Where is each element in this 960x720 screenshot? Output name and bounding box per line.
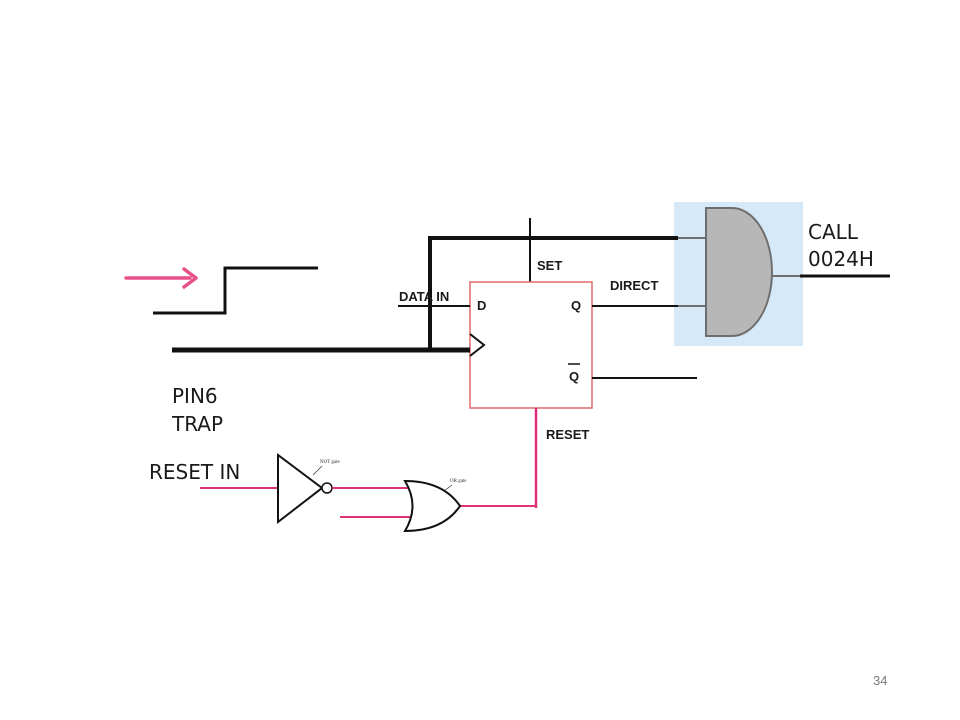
set-label: SET	[537, 258, 562, 273]
not-gate-bubble	[321, 482, 333, 494]
pink-arrow-head	[182, 267, 198, 289]
direct-label: DIRECT	[610, 278, 658, 293]
trap-step-waveform	[153, 266, 318, 315]
q-pin-label: Q	[571, 298, 581, 313]
pin-label-line1: PIN6	[172, 384, 218, 408]
data-in-label: DATA IN	[399, 289, 449, 304]
call-label-line2: 0024H	[808, 247, 874, 271]
call-label-line1: CALL	[808, 220, 859, 244]
q-bar-pin-label: Q	[569, 369, 579, 384]
or-gate-tag-pointer	[443, 484, 453, 492]
or-gate	[403, 479, 462, 533]
not-gate	[277, 453, 324, 525]
d-flip-flop	[469, 281, 593, 409]
reset-label: RESET	[546, 427, 589, 442]
not-gate-tag: NOT gate	[320, 460, 341, 465]
pin-label-line2: TRAP	[171, 412, 223, 436]
page-number: 34	[873, 673, 887, 688]
not-gate-tag-pointer	[312, 465, 323, 476]
reset-in-label: RESET IN	[149, 460, 240, 484]
clock-input-triangle	[469, 333, 486, 357]
d-pin-label: D	[477, 298, 486, 313]
or-gate-tag: OR gate	[450, 479, 467, 484]
